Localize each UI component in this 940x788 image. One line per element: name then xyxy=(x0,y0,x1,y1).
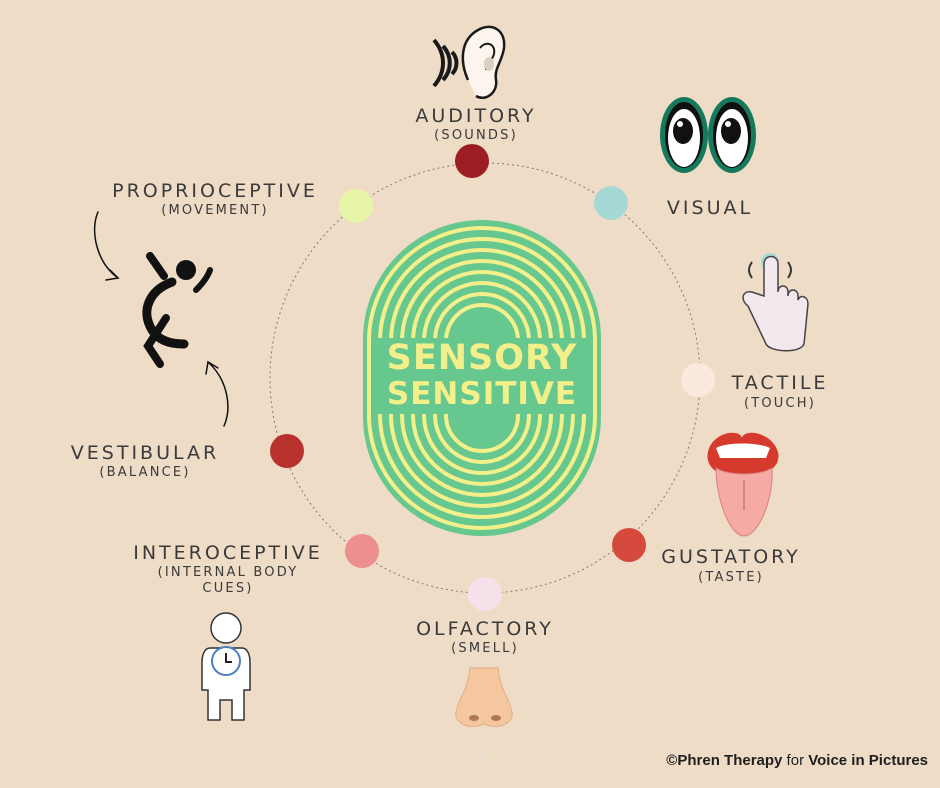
dot-auditory xyxy=(455,144,489,178)
label-vestibular: VESTIBULAR xyxy=(70,442,220,464)
label-visual: VISUAL xyxy=(666,197,754,219)
center-title-line2: SENSITIVE xyxy=(386,376,578,412)
moving-figure-icon xyxy=(93,211,229,427)
center-title-line1: SENSORY xyxy=(386,338,578,378)
dot-tactile xyxy=(681,363,715,397)
ear-icon xyxy=(432,25,506,99)
dot-gustatory xyxy=(612,528,646,562)
sub-tactile: (TOUCH) xyxy=(743,396,817,411)
credit-author: ©Phren Therapy xyxy=(666,752,783,769)
label-olfactory: OLFACTORY xyxy=(416,618,554,640)
dot-vestibular xyxy=(270,434,304,468)
tongue-icon xyxy=(707,432,779,537)
dot-visual xyxy=(594,186,628,220)
sub-auditory: (SOUNDS) xyxy=(434,128,518,143)
credit-line: ©Phren Therapy for Voice in Pictures xyxy=(666,752,928,769)
sub-interoceptive-1: (INTERNAL BODY xyxy=(157,565,299,580)
label-gustatory: GUSTATORY xyxy=(661,546,801,568)
sub-proprioceptive: (MOVEMENT) xyxy=(161,203,269,218)
pointing-hand-icon xyxy=(742,253,809,352)
label-auditory: AUDITORY xyxy=(415,105,537,127)
fingerprint-ring xyxy=(367,226,597,530)
sub-gustatory: (TASTE) xyxy=(698,570,764,585)
dot-olfactory xyxy=(468,577,502,611)
eyes-icon xyxy=(660,97,756,173)
sub-vestibular: (BALANCE) xyxy=(99,465,191,480)
body-clock-icon xyxy=(201,612,251,721)
label-proprioceptive: PROPRIOCEPTIVE xyxy=(112,180,318,202)
sub-olfactory: (SMELL) xyxy=(451,641,519,656)
credit-connector: for xyxy=(782,752,809,769)
center-text-backdrop xyxy=(372,338,592,414)
label-interoceptive: INTEROCEPTIVE xyxy=(133,542,323,564)
sub-interoceptive-2: CUES) xyxy=(202,581,254,596)
nose-icon xyxy=(455,667,513,760)
center-fingerprint xyxy=(363,220,601,536)
dot-interoceptive xyxy=(345,534,379,568)
dot-proprioceptive xyxy=(339,189,373,223)
credit-publication: Voice in Pictures xyxy=(808,752,928,769)
label-tactile: TACTILE xyxy=(731,372,829,394)
